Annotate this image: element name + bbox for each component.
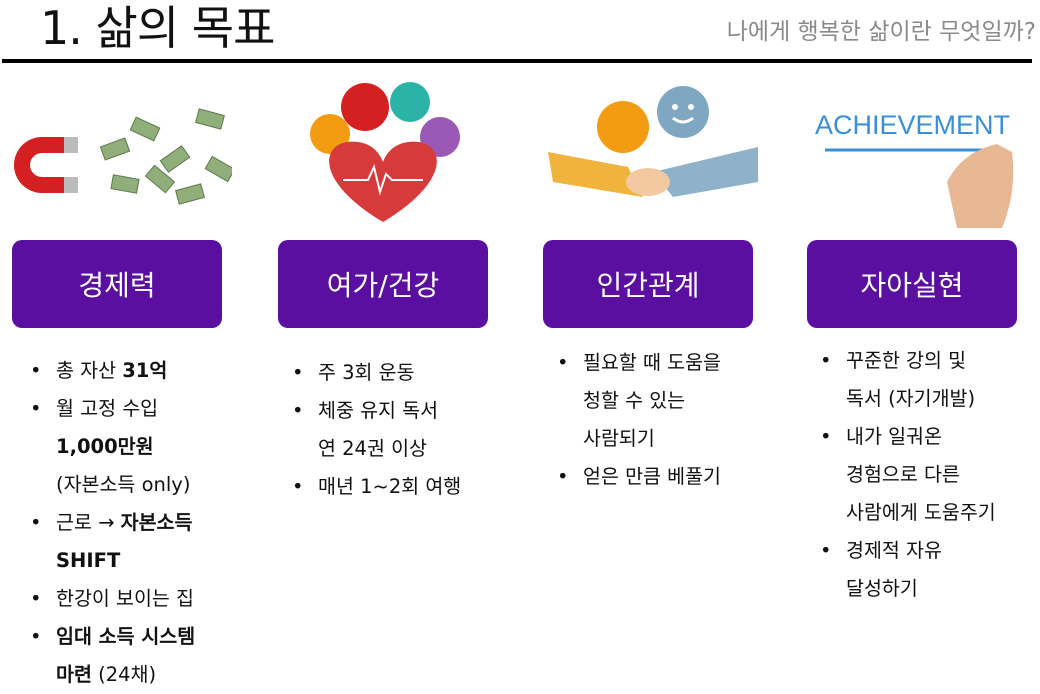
text: 한강이 보이는 집	[56, 587, 194, 610]
bold-text: 마련	[56, 663, 92, 686]
list-item-line: SHIFT	[56, 542, 195, 580]
list-item-line: 사람되기	[583, 420, 721, 458]
text: 총 자산	[56, 359, 123, 382]
goal-list-economy: • 총 자산 31억 • 월 고정 수입 1,000만원 (자본소득 only) • 근로 →…	[30, 352, 195, 694]
category-box-economy: 경제력	[12, 240, 222, 328]
text: 청할 수 있는	[583, 389, 686, 412]
bullet-icon: •	[557, 465, 569, 488]
category-box-leisure-health: 여가/건강	[278, 240, 488, 328]
bullet-icon: •	[30, 511, 42, 534]
bold-text: 임대 소득 시스템	[56, 625, 196, 648]
list-item-line: (자본소득 only)	[56, 466, 195, 504]
text: 매년 1~2회 여행	[318, 475, 462, 498]
text: 내가 일궈온	[846, 425, 942, 448]
bold-text: 자본소득	[120, 511, 193, 534]
list-item-line: 얻은 만큼 베풀기	[583, 458, 721, 496]
title-divider	[2, 59, 1032, 63]
list-item-line: 체중 유지 독서	[318, 392, 461, 430]
list-item-line: 독서 (자기개발)	[846, 380, 996, 418]
list-item-line: 마련 (24채)	[56, 656, 195, 694]
list-item-line: 내가 일궈온	[846, 418, 996, 456]
text: 사람에게 도움주기	[846, 501, 996, 524]
bullet-icon: •	[30, 587, 42, 610]
list-item-line: 임대 소득 시스템	[56, 618, 195, 656]
text: 주 3회 운동	[318, 361, 415, 384]
text: 얻은 만큼 베풀기	[583, 465, 721, 488]
page-title: 1. 삶의 목표	[40, 1, 275, 55]
handshake-icon	[548, 86, 758, 197]
bold-text: 31억	[122, 359, 168, 382]
text: 월 고정 수입	[56, 397, 159, 420]
bold-text: 1,000만원	[56, 435, 154, 458]
list-item: • 매년 1~2회 여행	[292, 468, 461, 506]
list-item-line: 총 자산 31억	[56, 352, 195, 390]
achievement-illustration-text: ACHIEVEMENT	[815, 110, 1010, 140]
list-item-line: 경제적 자유	[846, 532, 996, 570]
list-item-line: 청할 수 있는	[583, 382, 721, 420]
achievement-icon: ACHIEVEMENT	[815, 110, 1014, 228]
bullet-icon: •	[820, 539, 832, 562]
bullet-icon: •	[820, 425, 832, 448]
list-item-line: 주 3회 운동	[318, 354, 461, 392]
list-item-line: 1,000만원	[56, 428, 195, 466]
text: 꾸준한 강의 및	[846, 349, 967, 372]
list-item-line: 매년 1~2회 여행	[318, 468, 461, 506]
list-item: • 총 자산 31억	[30, 352, 195, 390]
text: 체중 유지 독서	[318, 399, 439, 422]
list-item: • 월 고정 수입 1,000만원 (자본소득 only)	[30, 390, 195, 504]
text: 필요할 때 도움을	[583, 351, 721, 374]
category-box-relationships: 인간관계	[543, 240, 753, 328]
list-item-line: 한강이 보이는 집	[56, 580, 195, 618]
list-item-line: 연 24권 이상	[318, 430, 461, 468]
bullet-icon: •	[30, 625, 42, 648]
bullet-icon: •	[292, 475, 304, 498]
list-item-line: 사람에게 도움주기	[846, 494, 996, 532]
text: 달성하기	[846, 577, 918, 600]
list-item-line: 월 고정 수입	[56, 390, 195, 428]
bullet-icon: •	[820, 349, 832, 372]
list-item: • 주 3회 운동	[292, 354, 461, 392]
text: 연 24권 이상	[318, 437, 427, 460]
bullet-icon: •	[557, 351, 569, 374]
text: (자본소득 only)	[56, 473, 191, 496]
list-item-line: 달성하기	[846, 570, 996, 608]
list-item-line: 근로 → 자본소득	[56, 504, 195, 542]
list-item-line: 꾸준한 강의 및	[846, 342, 996, 380]
list-item: • 얻은 만큼 베풀기	[557, 458, 721, 496]
category-box-self-realization: 자아실현	[807, 240, 1017, 328]
magnet-money-icon	[14, 108, 232, 205]
text: 경험으로 다른	[846, 463, 960, 486]
list-item: • 한강이 보이는 집	[30, 580, 195, 618]
bullet-icon: •	[30, 359, 42, 382]
text: 근로 →	[56, 511, 121, 534]
list-item-line: 필요할 때 도움을	[583, 344, 721, 382]
text: 독서 (자기개발)	[846, 387, 976, 410]
text: (24채)	[91, 663, 157, 686]
text: 경제적 자유	[846, 539, 942, 562]
bold-text: SHIFT	[56, 549, 121, 572]
list-item-line: 경험으로 다른	[846, 456, 996, 494]
health-heart-icon	[310, 82, 460, 222]
bullet-icon: •	[30, 397, 42, 420]
text: 사람되기	[583, 427, 655, 450]
bullet-icon: •	[292, 399, 304, 422]
list-item: • 근로 → 자본소득 SHIFT	[30, 504, 195, 580]
bullet-icon: •	[292, 361, 304, 384]
page-subtitle: 나에게 행복한 삶이란 무엇일까?	[726, 19, 1036, 45]
